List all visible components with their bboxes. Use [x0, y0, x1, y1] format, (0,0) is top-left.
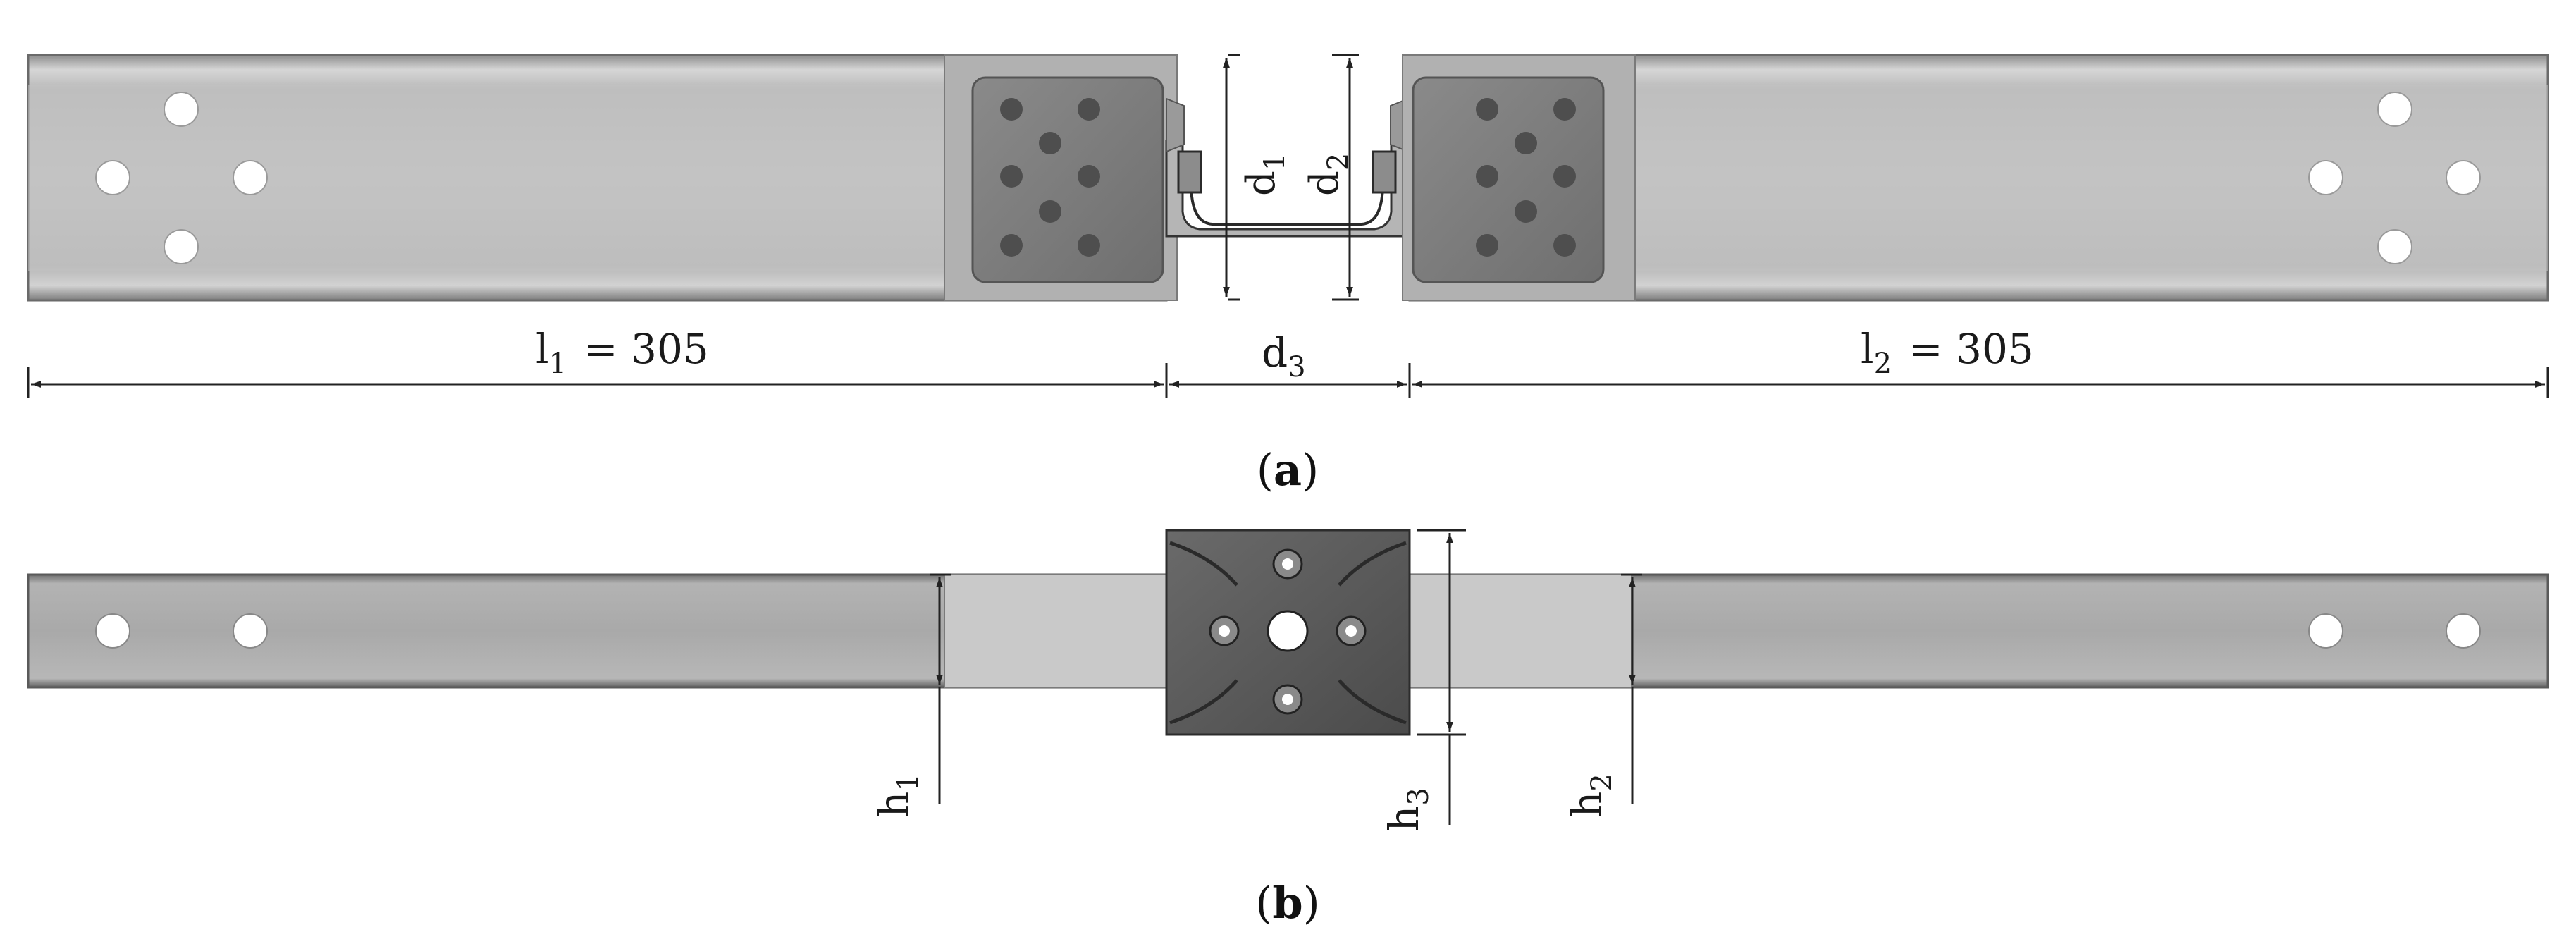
left-plate-a: [971, 76, 1164, 283]
right-rail-b: [1408, 573, 2549, 689]
center-clip-a: [1165, 97, 1410, 238]
dimension-lines-a: [27, 54, 2549, 398]
view-a-top: l1= 305 l2= 305 d3 d1 d2 (a): [27, 54, 2549, 496]
view-b-side: h1 h3 h2 (b): [27, 529, 2549, 928]
dimension-lines-b: [930, 529, 1642, 825]
center-plate-b: [1165, 529, 1411, 736]
left-rail-b: [27, 573, 1168, 689]
label-d2: d2: [1302, 153, 1355, 196]
label-h1: h1: [870, 773, 925, 818]
label-d1: d1: [1238, 153, 1291, 196]
label-h3: h3: [1380, 787, 1435, 832]
caption-b: (b): [1255, 877, 1320, 928]
label-l1: l1= 305: [536, 325, 709, 380]
right-plate-a: [1412, 76, 1605, 283]
label-d3: d3: [1262, 329, 1306, 384]
caption-a: (a): [1257, 444, 1319, 496]
label-h2: h2: [1563, 773, 1618, 818]
label-l2: l2= 305: [1861, 325, 2034, 380]
